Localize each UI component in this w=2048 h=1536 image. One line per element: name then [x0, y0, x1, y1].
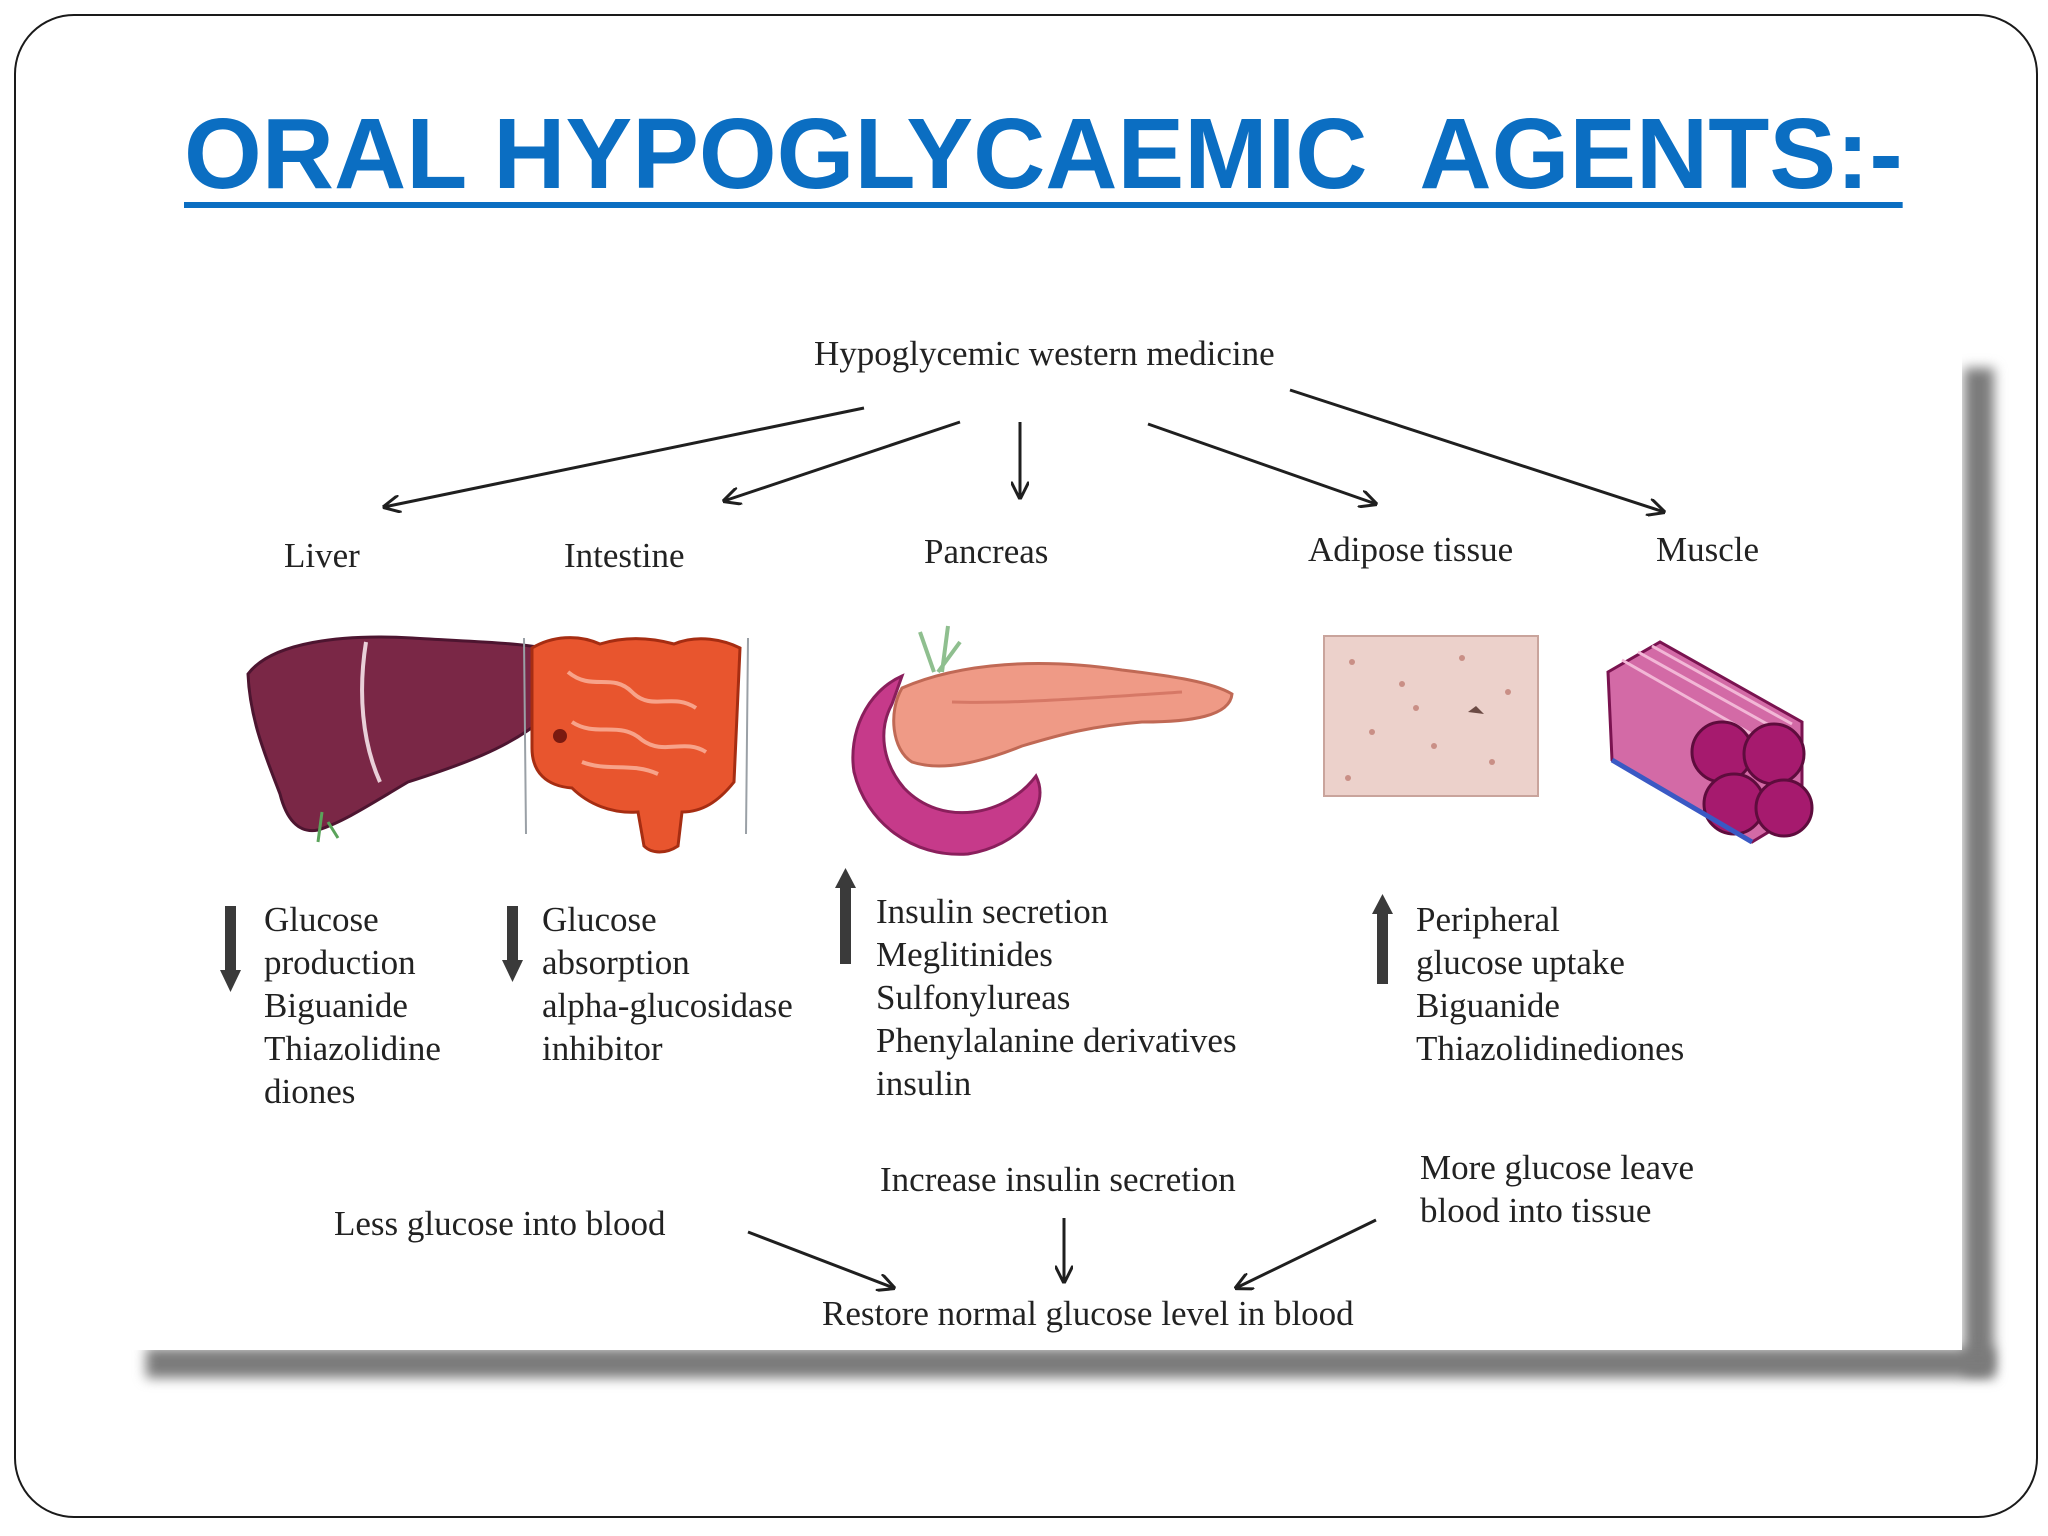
organ-label-pancreas: Pancreas	[924, 532, 1049, 571]
outcome-right-line: More glucose leave	[1420, 1148, 1695, 1187]
outcome-right: More glucose leave blood into tissue	[1420, 1146, 1694, 1232]
outcome-center: Increase insulin secretion	[880, 1160, 1236, 1199]
pancreas-effect-line: insulin	[876, 1064, 972, 1103]
organ-label-liver: Liver	[284, 536, 360, 575]
pancreas-image	[851, 625, 1234, 856]
pancreas-up-arrow	[835, 868, 856, 964]
intestine-effect-line: alpha-glucosidase	[542, 986, 793, 1025]
adipose-effect-line: Thiazolidinediones	[1416, 1029, 1685, 1068]
adipose-tissue-image	[1323, 635, 1539, 797]
adipose-effect-line: Biguanide	[1416, 986, 1560, 1025]
figure-shadow-bottom	[146, 1348, 1994, 1378]
liver-effect-line: Biguanide	[264, 986, 408, 1025]
arrow-to-liver	[384, 406, 865, 507]
liver-effect-line: production	[264, 943, 416, 982]
slide: ORAL HYPOGLYCAEMIC AGENTS:-	[14, 14, 2038, 1518]
pancreas-effect-line: Insulin secretion	[876, 892, 1109, 931]
muscle-image	[1606, 640, 1814, 845]
pancreas-effect-line: Phenylalanine derivatives	[876, 1021, 1237, 1060]
arrow-less-glucose	[747, 1230, 894, 1288]
pancreas-effects: Insulin secretion Meglitinides Sulfonylu…	[876, 890, 1237, 1105]
pancreas-effect-line: Sulfonylureas	[876, 978, 1071, 1017]
liver-effect-line: Glucose	[264, 900, 379, 939]
arrow-to-adipose	[1147, 422, 1376, 504]
intestine-effect-line: absorption	[542, 943, 690, 982]
adipose-up-arrow	[1372, 894, 1393, 984]
outcome-left: Less glucose into blood	[334, 1204, 666, 1243]
pancreas-effect-line: Meglitinides	[876, 935, 1053, 974]
liver-effect-line: Thiazolidine	[264, 1029, 441, 1068]
organ-label-adipose: Adipose tissue	[1308, 530, 1514, 569]
outcome-arrows	[747, 1218, 1377, 1288]
arrow-to-muscle	[1289, 388, 1664, 512]
slide-title: ORAL HYPOGLYCAEMIC AGENTS:-	[184, 98, 1903, 210]
organ-label-muscle: Muscle	[1656, 530, 1760, 569]
adipose-effects: Peripheral glucose uptake Biguanide Thia…	[1416, 898, 1684, 1070]
arrow-more-glucose	[1236, 1218, 1377, 1288]
effect-arrows	[220, 868, 1393, 992]
intestine-effect-line: Glucose	[542, 900, 657, 939]
root-label: Hypoglycemic western medicine	[814, 334, 1275, 373]
intestine-down-arrow	[502, 906, 523, 982]
liver-effect-line: diones	[264, 1072, 356, 1111]
adipose-effect-line: glucose uptake	[1416, 943, 1625, 982]
figure-shadow-right	[1964, 368, 1994, 1374]
liver-effects: Glucose production Biguanide Thiazolidin…	[264, 898, 441, 1113]
intestine-effect-line: inhibitor	[542, 1029, 663, 1068]
adipose-effect-line: Peripheral	[1416, 900, 1560, 939]
outcome-final: Restore normal glucose level in blood	[822, 1294, 1354, 1333]
intestine-effects: Glucose absorption alpha-glucosidase inh…	[542, 898, 793, 1070]
intestine-image	[523, 636, 749, 854]
liver-image	[246, 635, 581, 843]
diagram-graphics	[220, 388, 1814, 1350]
liver-down-arrow	[220, 906, 241, 992]
mechanism-diagram: Hypoglycemic western medicine Liver Inte…	[112, 334, 1962, 1350]
arrow-to-intestine	[724, 420, 961, 501]
organ-label-intestine: Intestine	[564, 536, 685, 575]
outcome-right-line: blood into tissue	[1420, 1191, 1652, 1230]
root-arrows	[384, 388, 1664, 512]
